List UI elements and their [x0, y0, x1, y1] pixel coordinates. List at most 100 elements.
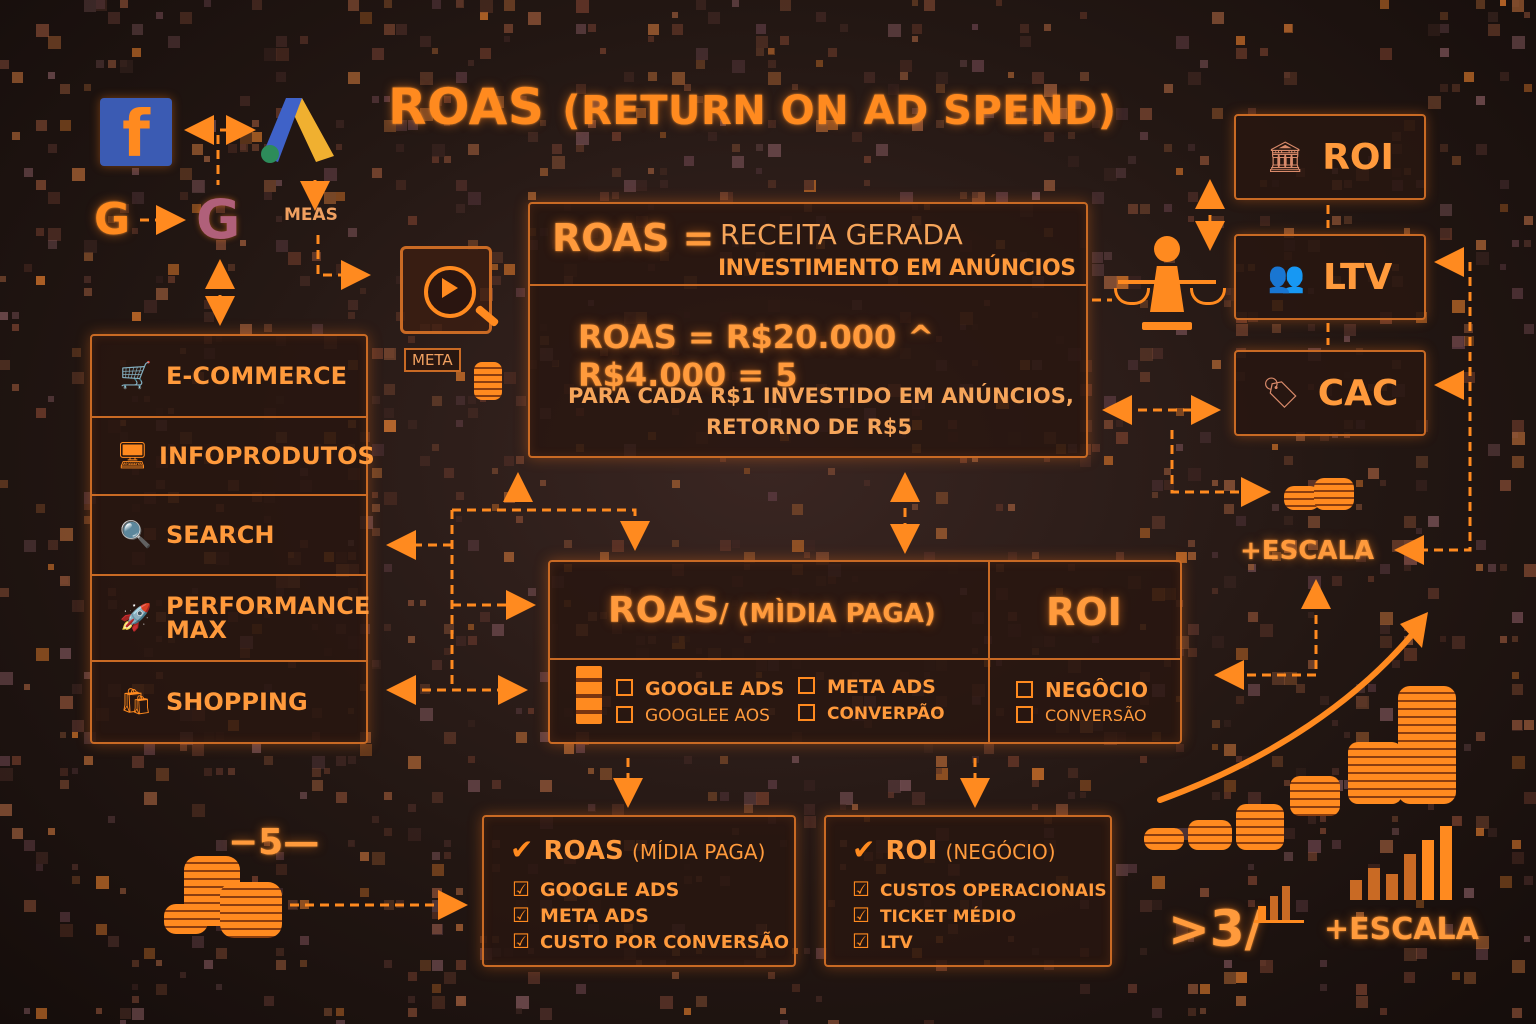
cart-icon: 🛒 [119, 361, 153, 391]
folder-icon [576, 666, 602, 724]
bar-chart-small-icon [1254, 870, 1304, 923]
facebook-icon: f [100, 98, 172, 172]
metas-label: MEAS [284, 205, 338, 225]
roas-card-item: ☑ CUSTO POR CONVERSÃO [512, 929, 789, 953]
title-main: ROAS [388, 78, 545, 136]
check-icon: ☑ [512, 903, 530, 927]
comparison-left-col2-item: META ADS [798, 676, 936, 698]
meta-badge: META [404, 348, 461, 372]
formula-note-line2: RETORNO DE R$5 [706, 415, 913, 439]
escala-top-label: +ESCALA [1240, 536, 1375, 566]
bar-chart-large-icon [1346, 820, 1456, 900]
formula-denominator: INVESTIMENTO EM ANÚNCIOS [718, 256, 1076, 281]
minus-five-label: −5— [228, 822, 320, 863]
checkbox-icon [1016, 706, 1033, 723]
google-left-icon: G [94, 194, 131, 245]
item-text: CUSTO POR CONVERSÃO [539, 932, 790, 953]
item-text: CONVERPÃO [827, 704, 945, 724]
bank-icon: 🏛 [1266, 139, 1305, 175]
metric-label: LTV [1322, 256, 1393, 298]
item-text: GOOGLE ADS [645, 678, 785, 700]
roas-card-item: ☑ GOOGLE ADS [512, 877, 679, 901]
facebook-glyph: f [122, 98, 150, 172]
metric-label: CAC [1317, 372, 1399, 414]
checkbox-icon [798, 677, 815, 694]
title-subtitle: (RETURN ON AD SPEND) [562, 88, 1117, 134]
monitor-icon: 🖥 [116, 441, 150, 471]
gt-three-label: >3/ [1168, 900, 1263, 958]
comparison-right-title: ROI [1046, 590, 1122, 634]
category-search: 🔍 SEARCH [92, 496, 366, 576]
item-text: NEGÔCIO [1045, 678, 1148, 702]
check-icon: ☑ [512, 877, 530, 901]
meta-video-icon [396, 240, 500, 340]
checkbox-icon [616, 679, 633, 696]
comparison-left-title-text: ROAS [608, 590, 720, 631]
roas-card-item: ☑ META ADS [512, 903, 649, 927]
check-icon: ☑ [852, 903, 870, 927]
category-label: E-COMMERCE [166, 362, 348, 390]
comparison-left-col2-item: CONVERPÃO [798, 703, 945, 724]
users-icon: 👥 [1267, 259, 1305, 295]
metric-roi: 🏛 ROI [1234, 114, 1426, 200]
coins-stack-left-icon [164, 852, 294, 942]
checkbox-icon [616, 705, 633, 723]
formula-numerator: RECEITA GERADA [720, 218, 963, 251]
magnifier-icon: 🔍 [119, 520, 153, 550]
roas-media-paga-card: ✔ROAS (MÍDIA PAGA) ☑ GOOGLE ADS ☑ META ADS… [482, 815, 796, 967]
roas-card-sub: (MÍDIA PAGA) [632, 840, 766, 864]
bag-icon: 🛍 [119, 687, 153, 717]
item-text: LTV [879, 933, 913, 953]
item-text: GOOGLE ADS [539, 879, 680, 901]
roi-card-item: ☑ TICKET MÉDIO [852, 903, 1016, 927]
page-title: ROAS (RETURN ON AD SPEND) [388, 78, 1117, 136]
comparison-vertical-divider [988, 562, 990, 742]
checkbox-icon [798, 703, 815, 721]
comparison-right-item: NEGÔCIO [1016, 678, 1148, 702]
comparison-left-sub: / (MÌDIA PAGA) [719, 599, 936, 629]
comparison-left-col1-item: GOOGLE ADS [616, 678, 784, 700]
google-ads-icon [261, 98, 334, 163]
comparison-horizontal-divider [550, 658, 1180, 660]
formula-panel: ROAS = RECEITA GERADA INVESTIMENTO EM AN… [528, 202, 1088, 458]
category-shopping: 🛍 SHOPPING [92, 662, 366, 742]
item-text: META ADS [539, 905, 649, 927]
check-icon: ☑ [852, 877, 870, 901]
tag-icon: 🏷 [1261, 375, 1300, 411]
comparison-left-col1-item: GOOGLEE AOS [616, 705, 770, 726]
category-label: INFOPRODUTOS [159, 442, 375, 470]
roas-card-title: ✔ROAS (MÍDIA PAGA) [510, 833, 765, 866]
checkbox-icon [1016, 681, 1033, 698]
balance-person-icon [1112, 236, 1226, 346]
check-icon: ☑ [512, 929, 530, 953]
roi-card-title: ✔ ROI (NEGÓCIO) [852, 833, 1056, 866]
category-label: PERFORMANCE MAX [166, 592, 371, 644]
category-list: 🛒 E-COMMERCE 🖥 INFOPRODUTOS 🔍 SEARCH 🚀 P… [90, 334, 375, 744]
category-label: SHOPPING [166, 688, 308, 716]
item-text: GOOGLEE AOS [645, 706, 770, 726]
category-label: SEARCH [166, 521, 275, 549]
category-performance-max: 🚀 PERFORMANCE MAX [92, 576, 371, 662]
comparison-left-title: ROAS/ (MÌDIA PAGA) [608, 590, 936, 631]
item-text: META ADS [827, 676, 936, 698]
formula-note-line1: PARA CADA R$1 INVESTIDO EM ANÚNCIOS, [568, 384, 1074, 408]
item-text: CONVERSÃO [1045, 706, 1147, 725]
growth-coins-icon [1140, 680, 1480, 860]
roas-card-title-text: ROAS [543, 836, 624, 866]
category-ecommerce: 🛒 E-COMMERCE [92, 336, 366, 418]
metric-ltv: 👥 LTV [1234, 234, 1426, 320]
comparison-table: ROAS/ (MÌDIA PAGA) ROI GOOGLE ADS GOOGLE… [548, 560, 1182, 744]
item-text: CUSTOS OPERACIONAIS [879, 881, 1107, 901]
roi-card-title-text: ROI [885, 836, 938, 866]
comparison-right-item: CONVERSÃO [1016, 706, 1147, 725]
category-infoprodutos: 🖥 INFOPRODUTOS [92, 418, 375, 496]
metric-label: ROI [1322, 136, 1394, 178]
roi-card-sub: (NEGÓCIO) [945, 840, 1056, 864]
metric-cac: 🏷 CAC [1234, 350, 1426, 436]
roi-negocio-card: ✔ ROI (NEGÓCIO) ☑ CUSTOS OPERACIONAIS ☑ TIC… [824, 815, 1112, 967]
item-text: TICKET MÉDIO [879, 907, 1017, 927]
check-icon: ✔ [852, 833, 876, 866]
roi-card-item: ☑LTV [852, 929, 913, 953]
formula-lhs: ROAS = [552, 216, 715, 260]
google-right-icon: G [196, 188, 241, 251]
